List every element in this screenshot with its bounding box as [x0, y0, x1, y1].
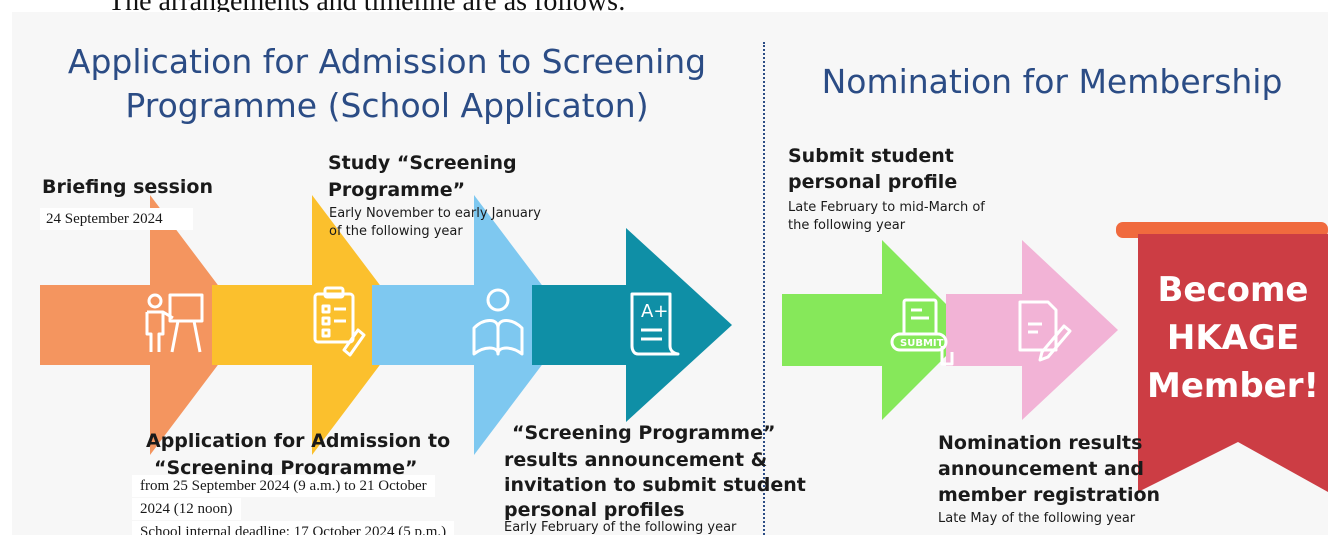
document-pen-icon: [1018, 300, 1072, 362]
step-results-title-line3: invitation to submit student: [504, 474, 806, 496]
step-study-date-line2: of the following year: [329, 224, 463, 239]
step-results-date: Early February of the following year: [504, 520, 737, 535]
arrow-study: [212, 195, 410, 455]
left-title-line1: Application for Admission to Screening: [67, 42, 707, 81]
reader-icon: [472, 288, 524, 356]
step-application-title-line1: Application for Admission to: [146, 430, 451, 452]
step-submit-date-line2: the following year: [788, 218, 906, 233]
step-study-title-line2: Programme”: [328, 179, 466, 201]
step-nomination-title-line3: member registration: [938, 484, 1161, 506]
step-application-date-line3: School internal deadline: 17 October 202…: [132, 521, 455, 535]
grade-sheet-icon: A+: [630, 292, 680, 356]
svg-text:SUBMIT: SUBMIT: [900, 338, 944, 349]
banner-body: [1138, 234, 1328, 492]
step-nomination-date: Late May of the following year: [938, 511, 1136, 526]
section-divider: [763, 42, 765, 535]
step-application-title-line2: “Screening Programme”: [154, 457, 418, 479]
banner-line3: Member!: [1147, 366, 1319, 406]
arrow-application: [372, 195, 572, 455]
arrows-graphic: A+ SUBMIT: [40, 195, 1328, 492]
svg-text:A+: A+: [641, 301, 668, 322]
right-title: Nomination for Membership: [821, 62, 1283, 101]
step-briefing-title: Briefing session: [42, 176, 213, 198]
arrow-nomination: [946, 240, 1118, 420]
step-study-date-line1: Early November to early January: [329, 206, 541, 221]
checklist-icon: [313, 286, 366, 357]
step-submit-date-line1: Late February to mid-March of: [788, 200, 985, 215]
step-results-title-line2: results announcement &: [504, 449, 768, 471]
banner-line1: Become: [1157, 270, 1309, 310]
step-nomination-title-line2: announcement and: [938, 458, 1144, 480]
banner-line2: HKAGE: [1166, 318, 1300, 358]
arrow-briefing: [40, 195, 248, 455]
step-briefing-date: 24 September 2024: [40, 208, 193, 230]
step-results-title-line1: “Screening Programme”: [512, 422, 776, 444]
arrow-submit-profile: [782, 240, 972, 420]
step-submit-title-line1: Submit student: [788, 145, 954, 167]
step-results-title-line4: personal profiles: [504, 499, 685, 521]
step-application-date-line1: from 25 September 2024 (9 a.m.) to 21 Oc…: [132, 475, 435, 497]
left-title-line2: Programme (School Applicaton): [125, 86, 649, 125]
step-submit-title-line2: personal profile: [788, 171, 958, 193]
submit-form-icon: SUBMIT: [890, 298, 954, 366]
become-member-banner: Become HKAGE Member!: [1138, 266, 1328, 410]
step-application-date-line2: 2024 (12 noon): [132, 498, 241, 520]
presenter-icon: [145, 293, 204, 353]
step-nomination-title-line1: Nomination results: [938, 432, 1143, 454]
step-study-title-line1: Study “Screening: [328, 152, 517, 174]
timeline-panel: A+ SUBMIT Application for Admission to S…: [12, 12, 1328, 535]
